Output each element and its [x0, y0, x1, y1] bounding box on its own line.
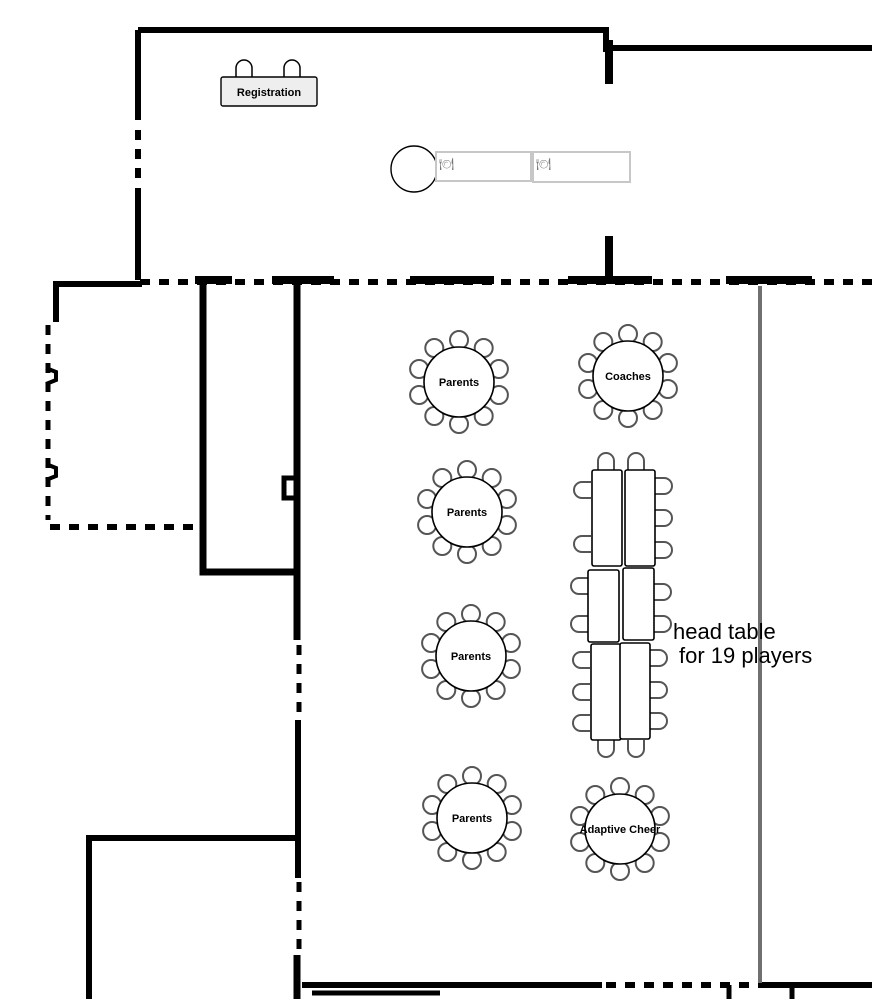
rect-table	[590, 643, 622, 741]
table-label: Parents	[439, 377, 479, 389]
round-table-top	[584, 793, 656, 865]
table-label: Parents	[447, 507, 487, 519]
round-table-coaches: Coaches	[578, 324, 678, 428]
chair	[650, 681, 668, 699]
chair	[654, 615, 672, 633]
rect-table	[622, 567, 655, 641]
round-table-top	[592, 340, 664, 412]
registration-table: Registration	[220, 59, 318, 107]
registration-label: Registration	[237, 87, 301, 99]
buffet-station: 🍽 🍽	[390, 145, 631, 193]
round-table-top	[435, 620, 507, 692]
head-table-chairs	[570, 452, 673, 758]
round-table-top	[431, 476, 503, 548]
walls	[45, 27, 872, 999]
round-table-top	[423, 346, 495, 418]
chair	[627, 452, 645, 470]
table-label: Parents	[452, 813, 492, 825]
rect-table	[624, 469, 656, 567]
round-table-parents: Parents	[409, 330, 509, 434]
round-tables: Parents Coaches Parents Parents Parents …	[409, 324, 678, 881]
chair	[570, 577, 588, 595]
chair	[597, 740, 615, 758]
chair	[570, 615, 588, 633]
buffet-table	[435, 151, 532, 182]
head-table-note: for 19 players	[679, 643, 812, 668]
chair	[572, 683, 590, 701]
table-label: Adaptive Cheer	[580, 824, 661, 836]
rect-table	[591, 469, 623, 567]
rect-table	[587, 569, 620, 643]
chair	[650, 712, 668, 730]
chair	[572, 651, 590, 669]
rect-table	[619, 642, 651, 740]
plate-cutlery-icon: 🍽	[439, 157, 454, 171]
head-table-note: head table	[673, 619, 776, 644]
chair	[597, 452, 615, 470]
round-table-parents: Parents	[421, 604, 521, 708]
chair	[627, 740, 645, 758]
round-table-parents: Parents	[422, 766, 522, 870]
chair	[650, 649, 668, 667]
chair	[572, 714, 590, 732]
chair	[573, 481, 591, 499]
chair	[655, 477, 673, 495]
chair	[655, 509, 673, 527]
chair	[655, 541, 673, 559]
round-table-parents: Parents	[417, 460, 517, 564]
chair	[573, 535, 591, 553]
table-label: Parents	[451, 651, 491, 663]
round-table-top	[436, 782, 508, 854]
head-table	[570, 452, 673, 758]
buffet-table	[532, 151, 631, 183]
chair	[654, 583, 672, 601]
table-label: Coaches	[605, 371, 651, 383]
plate-cutlery-icon: 🍽	[536, 157, 551, 171]
round-table-adaptive-cheer: Adaptive Cheer	[570, 777, 670, 881]
